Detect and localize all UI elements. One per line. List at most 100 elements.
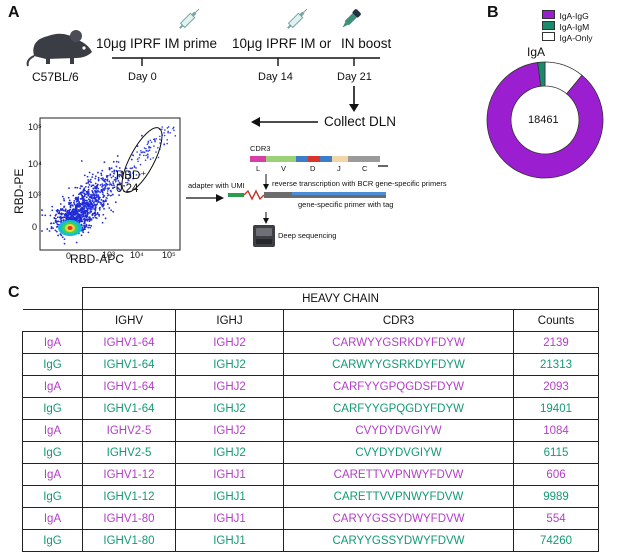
rt-label: reverse transcription with BCR gene-spec… <box>272 179 447 188</box>
flow-xtick: 10³ <box>102 250 116 260</box>
isotype-cell: IgA <box>22 507 83 530</box>
donut-title: IgA <box>527 45 546 59</box>
count-cell: 19401 <box>512 397 600 420</box>
panel-a-label: A <box>8 4 20 21</box>
ighv-cell: IGHV1-12 <box>82 463 176 486</box>
ighj-cell: IGHJ1 <box>175 463 284 486</box>
syringe-icon <box>287 8 308 29</box>
collect-dln-label: Collect DLN <box>324 114 397 129</box>
im-or-label: 10μg IPRF IM or <box>232 36 332 51</box>
legend: IgA-IgG IgA-IgM IgA-Only <box>542 6 593 43</box>
flow-xtick: 10⁴ <box>130 250 144 260</box>
count-cell: 2139 <box>512 331 600 354</box>
legend-item: IgA-IgM <box>542 17 593 32</box>
ighj-cell: IGHJ2 <box>175 375 284 398</box>
cdr3-cell: CVYDYDVGIYW <box>283 419 514 442</box>
dropper-icon <box>342 9 361 28</box>
legend-item: IgA-Only <box>542 28 593 43</box>
gate-value: 0.24 <box>116 183 139 195</box>
count-cell: 21313 <box>512 353 600 376</box>
deep-sequencing-label: Deep sequencing <box>278 231 337 240</box>
flow-xtick: 10⁵ <box>162 250 176 260</box>
flow-ytick: 0 <box>32 222 38 232</box>
group-header: HEAVY CHAIN <box>81 287 600 310</box>
mouse-icon <box>26 30 92 67</box>
count-cell: 74260 <box>512 529 600 552</box>
ighv-cell: IGHV2-5 <box>82 419 176 442</box>
isotype-cell: IgG <box>22 529 83 552</box>
ighj-cell: IGHJ2 <box>175 397 284 420</box>
flow-ytick: 10⁴ <box>28 159 42 169</box>
segment-d: D <box>310 164 316 173</box>
boost-label: IN boost <box>341 36 392 51</box>
mouse-strain-label: C57BL/6 <box>32 70 79 84</box>
sequencer-icon <box>253 225 275 247</box>
cdr3-cell: CARFYYGPQGDYFDYW <box>283 397 514 420</box>
ighj-cell: IGHJ1 <box>175 507 284 530</box>
ighv-cell: IGHV1-64 <box>82 353 176 376</box>
cdr3-cell: CARETTVVPNWYFDVW <box>283 485 514 508</box>
flow-arrow <box>186 194 224 202</box>
isotype-cell: IgA <box>22 375 83 398</box>
day-21-label: Day 21 <box>337 71 372 83</box>
isotype-cell: IgG <box>22 397 83 420</box>
count-cell: 6115 <box>512 441 600 464</box>
ighj-cell: IGHJ1 <box>175 485 284 508</box>
segment-v: V <box>281 164 287 173</box>
cdr3-cell: CVYDYDVGIYW <box>283 441 514 464</box>
table-corner <box>22 309 83 332</box>
panel-b-label: B <box>487 4 499 21</box>
cdr3-label: CDR3 <box>250 144 271 153</box>
table-corner <box>22 287 83 310</box>
prime-label: 10μg IPRF IM prime <box>96 36 218 51</box>
donut-slice-iga-igm <box>537 61 546 87</box>
isotype-cell: IgA <box>22 463 83 486</box>
column-header: Counts <box>512 309 600 332</box>
ighj-cell: IGHJ2 <box>175 353 284 376</box>
count-cell: 554 <box>512 507 600 530</box>
timeline <box>112 57 380 127</box>
isotype-cell: IgG <box>22 441 83 464</box>
column-header: CDR3 <box>283 309 514 332</box>
flow-xlabel: RBD-APC <box>70 252 125 266</box>
legend-item: IgA-IgG <box>542 6 593 21</box>
flow-ytick: 10⁵ <box>28 122 42 132</box>
count-cell: 9989 <box>512 485 600 508</box>
ighj-cell: IGHJ1 <box>175 529 284 552</box>
cdr3-cell: CARYYGSSYDWYFDVW <box>283 529 514 552</box>
cdr3-cell: CARETTVVPNWYFDVW <box>283 463 514 486</box>
ighv-cell: IGHV1-64 <box>82 331 176 354</box>
legend-label: IgA-Only <box>559 33 593 43</box>
donut-slice-iga-igg <box>486 62 604 179</box>
ighv-cell: IGHV1-64 <box>82 375 176 398</box>
flow-ytick: 10³ <box>28 190 42 200</box>
legend-label: IgA-IgM <box>559 22 590 32</box>
isotype-cell: IgA <box>22 331 83 354</box>
ighj-cell: IGHJ2 <box>175 331 284 354</box>
legend-label: IgA-IgG <box>559 11 589 21</box>
cdr3-cell: CARWYYGSRKDYFDYW <box>283 353 514 376</box>
ighv-cell: IGHV1-12 <box>82 485 176 508</box>
ighv-cell: IGHV1-80 <box>82 529 176 552</box>
bcr-construct <box>228 156 388 224</box>
donut-center-value: 18461 <box>528 114 559 126</box>
flow-xtick: 0 <box>66 251 72 261</box>
cdr3-cell: CARYYGSSYDWYFDVW <box>283 507 514 530</box>
isotype-cell: IgG <box>22 485 83 508</box>
cdr3-cell: CARFYYGPQGDSFDYW <box>283 375 514 398</box>
adapter-label: adapter with UMI <box>188 181 245 190</box>
column-header: IGHV <box>82 309 176 332</box>
segment-c: C <box>362 164 368 173</box>
count-cell: 606 <box>512 463 600 486</box>
primer-label: gene-specific primer with tag <box>298 200 394 209</box>
panel-c-label: C <box>8 284 20 301</box>
